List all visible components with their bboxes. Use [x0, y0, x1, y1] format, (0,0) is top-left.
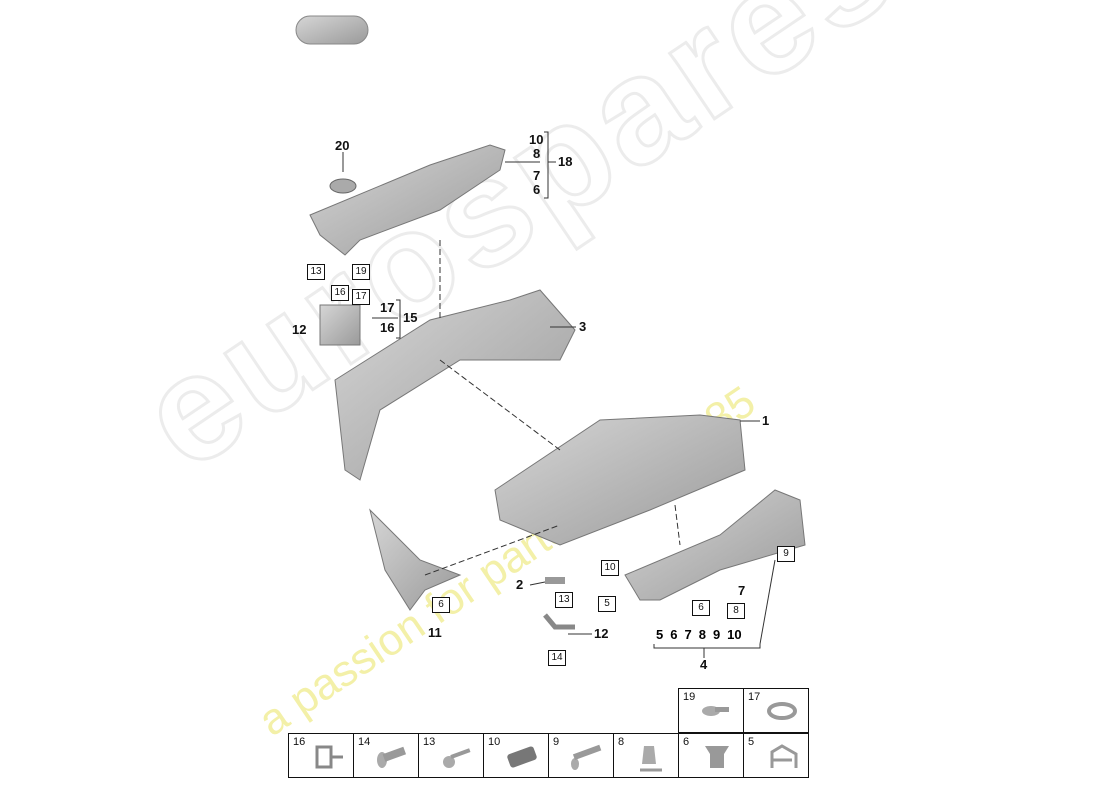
callout-18-sub: 6	[533, 182, 541, 197]
legend-cell-label: 16	[293, 736, 306, 748]
legend-cell: 14	[353, 733, 419, 778]
callout-12: 12	[594, 626, 609, 641]
callout-4-sub: 9	[712, 627, 721, 642]
callout-16-box: 16	[331, 285, 349, 301]
legend-cell-label: 5	[748, 736, 755, 748]
leader-lines	[342, 131, 776, 658]
callout-19-box: 19	[352, 264, 370, 280]
callout-18-sub: 10	[529, 132, 544, 147]
callout-4-sub: 10	[727, 627, 742, 642]
callout-6-box: 6	[432, 597, 450, 613]
legend-cell-label: 19	[683, 691, 696, 703]
callout-4-sub: 7	[684, 627, 692, 642]
callout-10-box: 10	[601, 560, 619, 576]
part-20-grommet	[329, 178, 357, 194]
callout-14-box: 14	[548, 650, 566, 666]
legend-cell: 17	[743, 688, 809, 733]
legend-cell-label: 6	[683, 736, 690, 748]
callout-9-box: 9	[777, 546, 795, 562]
spring-clip-icon	[640, 746, 662, 772]
callout-8-box: 8	[727, 603, 745, 619]
legend-cell: 19	[678, 688, 744, 733]
part-cap	[295, 15, 369, 45]
legend-cell-label: 10	[488, 736, 501, 748]
callout-13-box: 13	[555, 592, 573, 608]
part-11-panel	[369, 508, 462, 611]
bolt-icon	[443, 748, 471, 768]
legend-cell-label: 8	[618, 736, 625, 748]
callout-12: 12	[292, 322, 307, 337]
clip-icon	[315, 745, 343, 769]
legend-cell: 6	[678, 733, 744, 778]
part-2-clip	[545, 577, 565, 584]
callout-17-box: 17	[352, 289, 370, 305]
callout-4-sub: 8	[698, 627, 706, 642]
part-12-clip	[543, 613, 575, 630]
pad-icon	[507, 746, 537, 768]
legend-cell-label: 17	[748, 691, 761, 703]
nut-insert-icon	[705, 746, 729, 768]
callout-7: 7	[738, 583, 746, 598]
callout-1: 1	[762, 413, 770, 428]
part-4-trim	[624, 489, 806, 601]
callout-11: 11	[428, 625, 442, 640]
part-18-shelf	[309, 144, 506, 256]
expansion-rivet-icon	[377, 746, 407, 768]
legend-cell: 8	[613, 733, 679, 778]
part-3-trim	[334, 289, 576, 481]
callout-18-sub: 8	[533, 146, 541, 161]
legend-cell: 10	[483, 733, 549, 778]
callout-3: 3	[579, 319, 587, 334]
legend-cell-label: 13	[423, 736, 436, 748]
legend-cell-label: 9	[553, 736, 560, 748]
legend-cell: 5	[743, 733, 809, 778]
screw-icon	[702, 706, 729, 716]
callout-18: 18	[558, 154, 573, 169]
callout-15-sub: 17	[380, 300, 395, 315]
callout-13-box: 13	[307, 264, 325, 280]
callout-15-sub: 16	[380, 320, 395, 335]
bracket-clip-icon	[770, 744, 798, 768]
callout-15: 15	[403, 310, 418, 325]
legend-cell: 9	[548, 733, 614, 778]
callout-2: 2	[516, 577, 524, 592]
callout-5-box: 5	[598, 596, 616, 612]
grommet-icon	[767, 702, 797, 720]
part-1-trunk-liner	[494, 414, 746, 546]
legend-cell: 13	[418, 733, 484, 778]
callout-4-sub-list: 5 6 7 8 9 10	[656, 627, 742, 642]
callout-4-sub: 5	[656, 627, 664, 642]
callout-6-box: 6	[692, 600, 710, 616]
plug-icon	[571, 744, 602, 770]
legend-cell: 16	[288, 733, 354, 778]
callout-4-sub: 6	[670, 627, 678, 642]
callout-20: 20	[335, 138, 350, 153]
callout-4: 4	[700, 657, 708, 672]
callout-18-sub: 7	[533, 168, 541, 183]
part-15-bracket	[319, 304, 361, 346]
legend-cell-label: 14	[358, 736, 371, 748]
